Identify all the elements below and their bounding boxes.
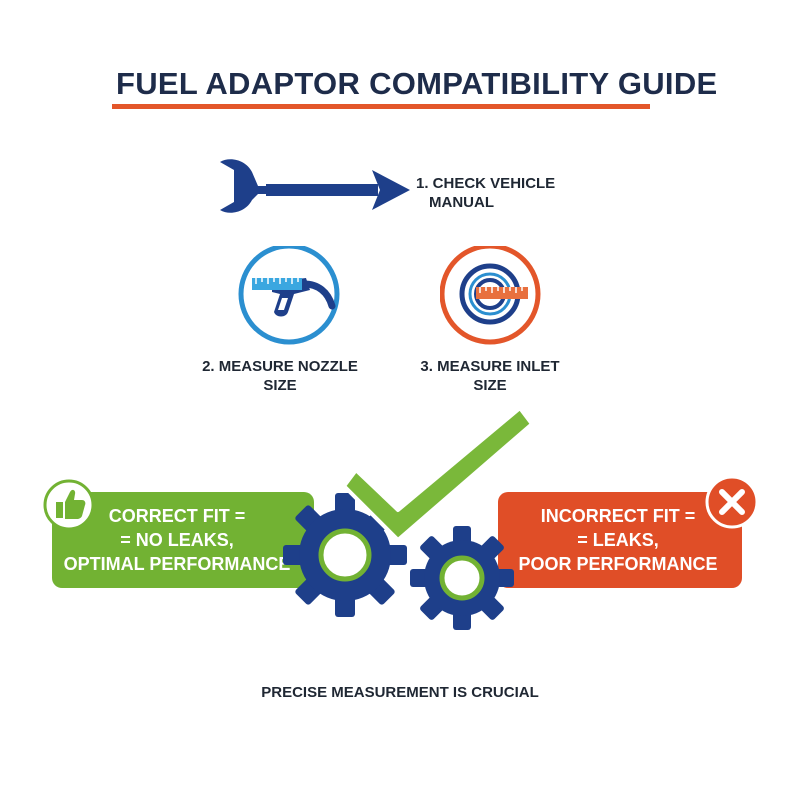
thumbs-up-icon (43, 479, 95, 531)
step-2-line2: SIZE (263, 377, 297, 394)
large-gear-icon (283, 493, 407, 617)
incorrect-fit-line1: INCORRECT FIT = (540, 506, 696, 526)
correct-fit-box: CORRECT FIT = = NO LEAKS, OPTIMAL PERFOR… (52, 492, 314, 588)
page-title: FUEL ADAPTOR COMPATIBILITY GUIDE (116, 66, 718, 101)
step-2-label: 2. MEASURE NOZZLE SIZE (200, 357, 360, 395)
checkmark-icon (342, 406, 530, 542)
incorrect-fit-line3: POOR PERFORMANCE (518, 554, 718, 574)
small-gear-icon (410, 526, 514, 630)
step-1-label: 1. CHECK VEHICLE MANUAL (416, 174, 555, 212)
title-underline (112, 104, 650, 109)
footer-note: PRECISE MEASUREMENT IS CRUCIAL (261, 684, 539, 701)
step-2-line1: 2. MEASURE NOZZLE (202, 358, 358, 375)
step-1-line1: 1. CHECK VEHICLE (416, 175, 556, 192)
correct-fit-line3: OPTIMAL PERFORMANCE (63, 554, 291, 574)
inlet-ruler-icon (440, 246, 541, 345)
close-x-icon (705, 475, 759, 529)
step-3-line1: 3. MEASURE INLET (420, 358, 560, 375)
wrench-arrow-icon (220, 159, 410, 213)
gears-check-graphic (283, 406, 530, 630)
step-1-line2: MANUAL (429, 194, 494, 211)
step-3-label: 3. MEASURE INLET SIZE (410, 357, 570, 395)
correct-fit-line1: CORRECT FIT = (108, 506, 246, 526)
incorrect-fit-box: INCORRECT FIT = = LEAKS, POOR PERFORMANC… (498, 492, 742, 588)
incorrect-fit-line2: = LEAKS, (577, 530, 659, 550)
fuel-nozzle-ruler-icon (238, 246, 340, 345)
correct-fit-line2: = NO LEAKS, (120, 530, 234, 550)
step-3-line2: SIZE (473, 377, 507, 394)
